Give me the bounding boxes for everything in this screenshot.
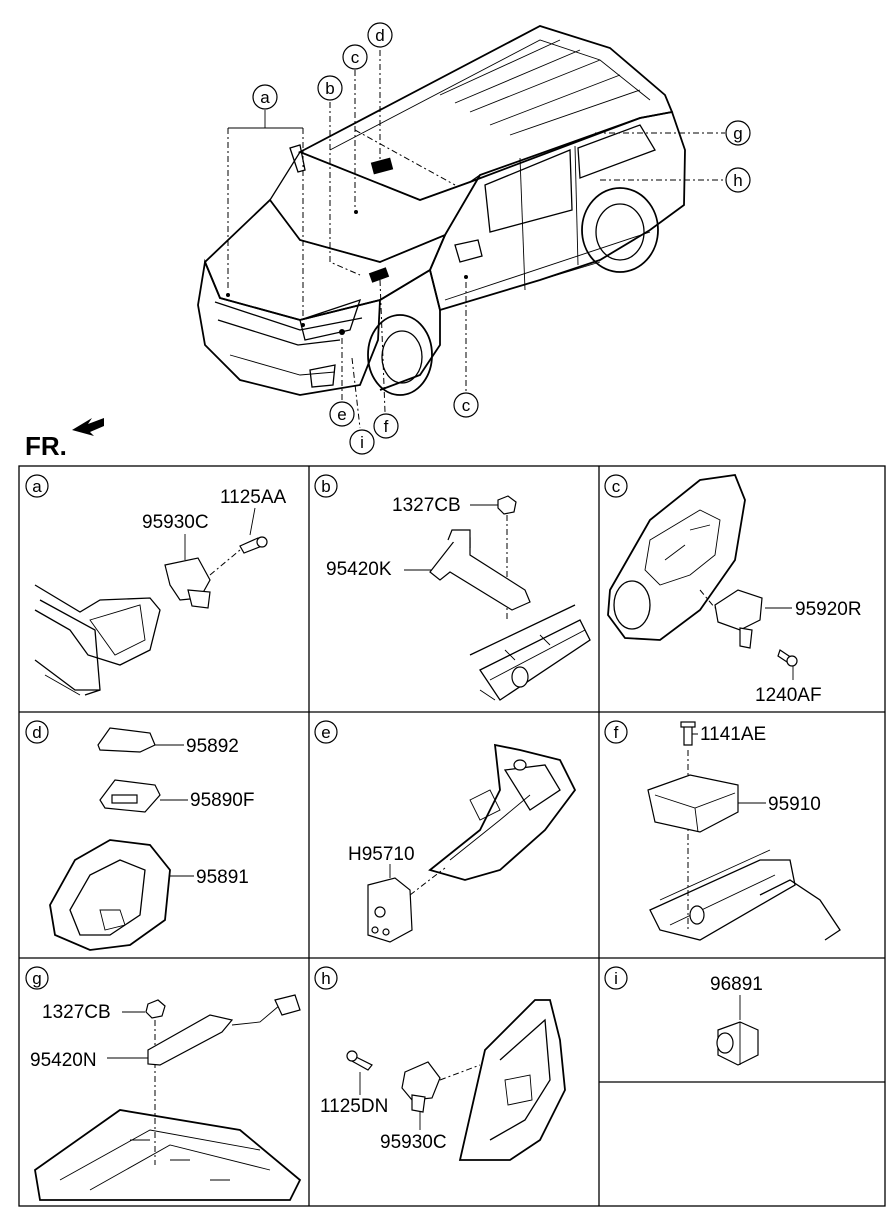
- svg-text:b: b: [321, 477, 330, 496]
- part-label-95891: 95891: [196, 867, 249, 888]
- svg-text:b: b: [325, 79, 334, 98]
- part-label-95420K: 95420K: [326, 559, 392, 580]
- callout-a: a: [252, 84, 278, 110]
- svg-text:i: i: [360, 433, 364, 452]
- part-label-95910: 95910: [768, 794, 821, 815]
- callout-b: b: [317, 75, 343, 101]
- callout-g: g: [725, 120, 751, 146]
- svg-text:f: f: [614, 723, 619, 742]
- callout-e: e: [329, 401, 355, 427]
- panel-grid: [18, 465, 886, 1207]
- callout-c-bottom: c: [453, 392, 479, 418]
- vehicle-overview: a b c d g h e i f c: [197, 22, 751, 455]
- front-direction-indicator: FR.: [25, 418, 104, 461]
- panel-h: h 1125DN 95930C: [314, 966, 566, 1161]
- part-label-95930C-h: 95930C: [380, 1132, 447, 1153]
- svg-text:d: d: [32, 723, 41, 742]
- svg-text:e: e: [321, 723, 330, 742]
- part-label-95930C: 95930C: [142, 512, 209, 533]
- panel-f: f 1141AE 95910: [604, 720, 841, 941]
- svg-text:e: e: [337, 405, 346, 424]
- svg-text:c: c: [462, 396, 471, 415]
- svg-text:h: h: [321, 969, 330, 988]
- part-label-1125AA: 1125AA: [220, 487, 287, 508]
- part-label-96891: 96891: [710, 974, 763, 995]
- svg-text:g: g: [32, 969, 41, 988]
- panel-g: g 1327CB 95420N: [25, 966, 302, 1201]
- panel-i: i 96891: [604, 966, 763, 1066]
- part-label-H95710: H95710: [348, 844, 415, 865]
- svg-text:f: f: [384, 417, 389, 436]
- part-label-1125DN: 1125DN: [320, 1096, 388, 1117]
- svg-text:a: a: [260, 88, 270, 107]
- panel-b: b 1327CB 95420K: [314, 474, 591, 701]
- callout-f: f: [373, 413, 399, 439]
- part-label-95920R: 95920R: [795, 599, 862, 620]
- svg-text:d: d: [375, 26, 384, 45]
- front-arrow-icon: [72, 418, 104, 436]
- part-label-95892: 95892: [186, 736, 239, 757]
- svg-text:c: c: [351, 48, 360, 67]
- part-label-1327CB: 1327CB: [392, 495, 461, 516]
- part-label-1327CB-g: 1327CB: [42, 1002, 111, 1023]
- svg-text:i: i: [614, 969, 618, 988]
- part-label-95890F: 95890F: [190, 790, 254, 811]
- part-label-1240AF: 1240AF: [755, 685, 822, 706]
- part-label-95420N: 95420N: [30, 1050, 97, 1071]
- part-label-1141AE: 1141AE: [700, 724, 766, 745]
- panel-d: d 95892 95890F 95891: [25, 720, 254, 951]
- panel-a: a 1125AA 95930C: [25, 474, 287, 696]
- panel-c: c 95920R 1240AF: [604, 474, 862, 706]
- svg-text:h: h: [733, 171, 742, 190]
- svg-text:a: a: [32, 477, 42, 496]
- svg-text:FR.: FR.: [25, 431, 67, 461]
- callout-d: d: [367, 22, 393, 48]
- svg-text:g: g: [733, 124, 742, 143]
- callout-c-top: c: [342, 44, 368, 70]
- callout-h: h: [725, 167, 751, 193]
- callout-i: i: [349, 429, 375, 455]
- panel-e: e H95710: [314, 720, 577, 943]
- svg-text:c: c: [612, 477, 621, 496]
